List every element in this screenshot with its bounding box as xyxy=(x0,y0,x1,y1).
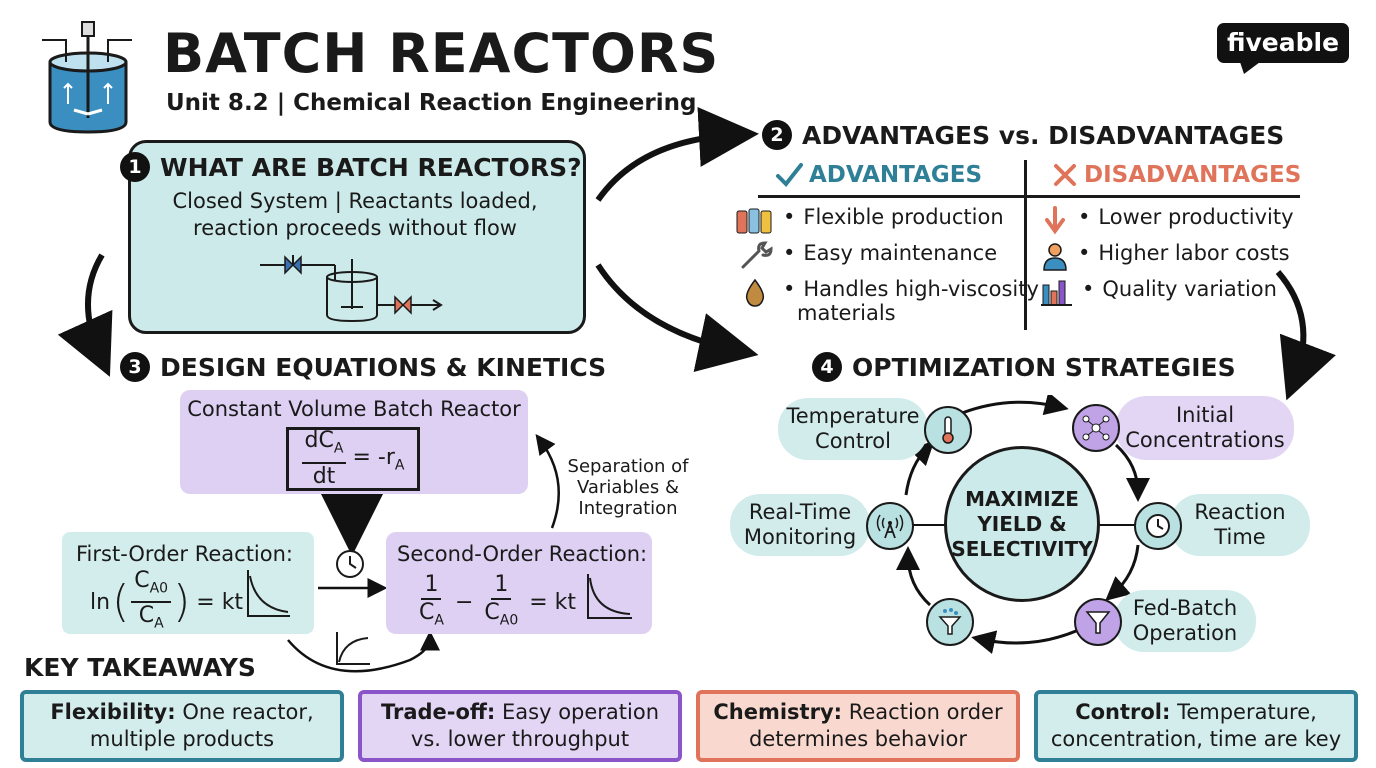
disadvantage-item-labor: • Higher labor costs xyxy=(1040,241,1290,271)
advantage-item-flexible: • Flexible production xyxy=(735,205,1004,235)
disadvantage-label: Lower productivity xyxy=(1098,205,1294,229)
separation-note: Separation of Variables & Integration xyxy=(567,456,689,519)
arrow-bottom-loop xyxy=(287,630,440,673)
disadvantage-item-quality: • Quality variation xyxy=(1040,277,1277,307)
constant-volume-equation: dCA dt = -rA xyxy=(286,427,420,491)
section3-number-badge: 3 xyxy=(120,352,150,382)
section1-number-badge: 1 xyxy=(120,152,150,182)
advantage-label: Flexible production xyxy=(803,205,1004,229)
section1-line1: Closed System | Reactants loaded, xyxy=(172,189,538,213)
takeaway-chemistry: Chemistry: Reaction order determines beh… xyxy=(696,690,1020,762)
takeaway-control: Control: Temperature, concentration, tim… xyxy=(1034,690,1358,762)
checkmark-icon xyxy=(776,163,803,188)
timer-icon xyxy=(1134,502,1182,550)
advantage-item-maintenance: • Easy maintenance xyxy=(735,241,997,271)
eq-dca: dC xyxy=(304,428,334,454)
advantage-item-viscosity-line2: materials xyxy=(797,301,896,325)
eq-kt-2: = kt xyxy=(529,590,577,616)
arrow-1-to-3 xyxy=(57,253,113,377)
disadvantage-bullet: • xyxy=(1082,277,1095,301)
advantage-bullet: • xyxy=(783,277,796,301)
brand-logo-tail-icon xyxy=(1240,62,1260,74)
section2-title: ADVANTAGES vs. DISADVANTAGES xyxy=(802,120,1285,150)
second-order-equation: 1 CA − 1 CA0 = kt xyxy=(419,572,577,629)
disadvantage-bullet: • xyxy=(1078,205,1091,229)
disadvantage-label: Quality variation xyxy=(1102,277,1277,301)
molecule-icon xyxy=(1072,404,1120,452)
funnel-icon xyxy=(1074,598,1122,646)
funnel-drops-icon xyxy=(926,598,974,646)
signal-antenna-icon xyxy=(866,502,914,550)
section2-heading: 2 ADVANTAGES vs. DISADVANTAGES xyxy=(762,120,1284,150)
bottles-icon xyxy=(736,208,772,234)
first-order-title: First-Order Reaction: xyxy=(76,542,293,566)
growth-curve-icon xyxy=(336,632,370,665)
bar-chart-icon xyxy=(1041,280,1072,306)
arrow-second-to-cv xyxy=(535,433,560,529)
constant-volume-title: Constant Volume Batch Reactor xyxy=(187,397,521,421)
disadvantage-item-productivity: • Lower productivity xyxy=(1040,205,1294,235)
takeaways-heading: KEY TAKEAWAYS xyxy=(24,653,256,682)
eq-dt: dt xyxy=(312,463,336,489)
advantage-bullet: • xyxy=(783,205,796,229)
advantage-label: Easy maintenance xyxy=(803,241,998,265)
section1-heading: 1 WHAT ARE BATCH REACTORS? xyxy=(120,152,582,182)
section1-title: WHAT ARE BATCH REACTORS? xyxy=(160,152,582,182)
down-arrow-icon xyxy=(1045,206,1065,235)
arrow-2-to-4 xyxy=(1275,270,1336,401)
section2-number-badge: 2 xyxy=(762,120,792,150)
page-title: BATCH REACTORS xyxy=(163,22,720,85)
worker-icon xyxy=(1043,243,1067,271)
advantage-bullet: • xyxy=(783,241,796,265)
decay-curve-icon xyxy=(247,570,290,617)
section1-line2: reaction proceeds without flow xyxy=(193,216,517,240)
wrench-icon xyxy=(741,241,773,269)
arrow-1-to-4 xyxy=(595,263,759,372)
disadvantages-header: DISADVANTAGES xyxy=(1052,162,1301,188)
page-subtitle: Unit 8.2 | Chemical Reaction Engineering xyxy=(166,90,697,116)
arrow-1-to-2 xyxy=(595,106,759,202)
eq-rate: = -r xyxy=(352,444,395,470)
disadvantage-bullet: • xyxy=(1078,241,1091,265)
table-divider-horizontal xyxy=(758,195,1300,198)
takeaway-flexibility: Flexibility: One reactor, multiple produ… xyxy=(20,690,344,762)
optimization-cycle xyxy=(896,395,1150,654)
eq-kt: = kt xyxy=(196,589,244,615)
thermometer-icon xyxy=(924,406,972,454)
section3-heading: 3 DESIGN EQUATIONS & KINETICS xyxy=(120,352,606,382)
disadvantage-label: Higher labor costs xyxy=(1098,241,1290,265)
batch-reactor-logo-icon xyxy=(42,21,132,134)
decay-curve-2-icon xyxy=(587,574,632,619)
disadvantages-label: DISADVANTAGES xyxy=(1084,162,1302,188)
droplet-icon xyxy=(745,278,765,307)
advantages-header: ADVANTAGES xyxy=(775,162,982,188)
section4-title: OPTIMIZATION STRATEGIES xyxy=(852,352,1236,382)
brand-logo: fiveable xyxy=(1217,23,1349,63)
advantage-label: Handles high-viscosity xyxy=(803,277,1039,301)
section3-title: DESIGN EQUATIONS & KINETICS xyxy=(160,352,607,382)
section-what-are-batch-reactors xyxy=(128,140,586,334)
section4-number-badge: 4 xyxy=(812,352,842,382)
advantage-label: materials xyxy=(797,301,896,325)
first-order-equation: ln ( CA0 CA ) = kt xyxy=(90,568,244,632)
maximize-yield-hub: MAXIMIZE YIELD & SELECTIVITY xyxy=(944,446,1100,602)
cross-icon xyxy=(1054,164,1076,186)
advantages-label: ADVANTAGES xyxy=(809,162,983,188)
takeaway-trade-off: Trade-off: Easy operation vs. lower thro… xyxy=(358,690,682,762)
section1-description: Closed System | Reactants loaded, reacti… xyxy=(130,188,580,242)
table-divider-vertical xyxy=(1024,160,1027,330)
second-order-title: Second-Order Reaction: xyxy=(397,542,648,566)
advantage-item-viscosity: • Handles high-viscosity xyxy=(735,277,1039,307)
eq-ln: ln xyxy=(90,589,111,615)
section4-heading: 4 OPTIMIZATION STRATEGIES xyxy=(812,352,1236,382)
reactor-schematic-icon xyxy=(260,255,443,323)
clock-icon xyxy=(336,550,364,578)
